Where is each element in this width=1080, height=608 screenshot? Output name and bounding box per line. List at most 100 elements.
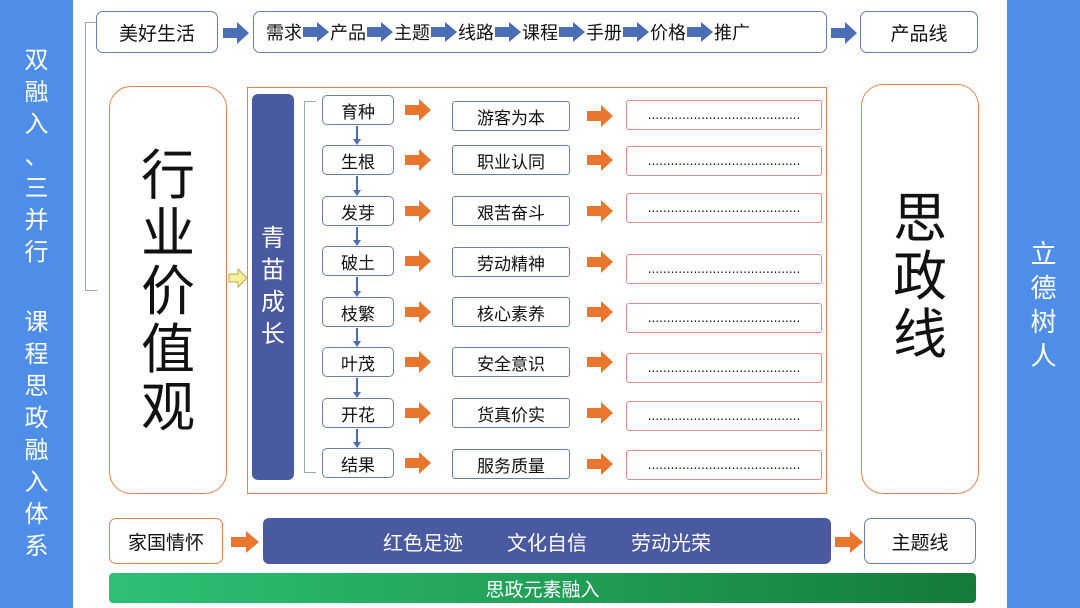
placeholder-box: ........................................ — [626, 100, 822, 130]
placeholder-box: ........................................ — [626, 450, 822, 480]
arrow-down-icon — [352, 429, 362, 448]
bottom-start-box: 家国情怀 — [109, 518, 223, 564]
arrow-down-icon — [352, 176, 362, 196]
growth-label: 青 苗 成 长 — [252, 222, 294, 350]
left-char: 融 — [24, 78, 49, 106]
bottom-end-box: 主题线 — [864, 518, 976, 564]
arrow-right-icon — [587, 453, 613, 479]
stage-bracket — [304, 101, 316, 473]
growth-char: 苗 — [261, 256, 285, 284]
arrow-right-icon — [687, 22, 713, 42]
stage-box: 叶茂 — [322, 347, 394, 377]
left-char: 课 — [24, 308, 49, 336]
left-sidebar-line1: 双 融 入 、 三 并 行 — [0, 44, 73, 268]
footer-bar: 思政元素融入 — [109, 573, 976, 603]
big-char: 思 — [893, 187, 947, 250]
top-chain-box: 需求 产品 主题 线路 课程 手册 价格 推广 — [253, 11, 827, 53]
left-sidebar: 双 融 入 、 三 并 行 课 程 思 政 融 入 体 系 — [0, 0, 73, 608]
left-char: 行 — [24, 238, 49, 266]
industry-values-box: 行 业 价 值 观 — [109, 86, 227, 494]
big-char: 观 — [141, 376, 195, 439]
theme-item: 文化自信 — [507, 530, 587, 555]
growth-char: 青 — [261, 224, 285, 252]
ideology-line-box: 思 政 线 — [861, 84, 979, 494]
right-sidebar-text: 立 德 树 人 — [1007, 238, 1080, 374]
arrow-right-icon — [223, 22, 249, 44]
big-char: 价 — [141, 260, 195, 323]
stage-box: 育种 — [322, 95, 394, 125]
right-char: 人 — [1030, 342, 1057, 372]
value-box: 安全意识 — [452, 347, 570, 377]
arrow-right-icon — [587, 251, 613, 277]
growth-char: 成 — [261, 288, 285, 316]
arrow-right-icon — [587, 351, 613, 377]
arrow-down-icon — [352, 328, 362, 347]
arrow-right-icon — [405, 402, 431, 428]
chain-item: 课程 — [522, 23, 558, 44]
arrow-right-icon — [831, 22, 857, 44]
arrow-right-icon — [405, 250, 431, 276]
arrow-down-icon — [352, 126, 362, 145]
theme-bar: 红色足迹 文化自信 劳动光荣 — [263, 518, 831, 564]
value-box: 劳动精神 — [452, 247, 570, 277]
value-box: 艰苦奋斗 — [452, 196, 570, 226]
arrow-right-icon — [405, 149, 431, 175]
value-box: 服务质量 — [452, 449, 570, 479]
arrow-right-icon — [835, 531, 863, 553]
chain-item: 推广 — [714, 23, 750, 44]
right-char: 树 — [1030, 308, 1057, 338]
big-char: 行 — [141, 144, 195, 207]
left-bracket — [85, 22, 97, 290]
left-char: 三 — [24, 174, 49, 202]
value-box: 核心素养 — [452, 297, 570, 327]
stage-box: 枝繁 — [322, 297, 394, 327]
placeholder-box: ........................................ — [626, 401, 822, 431]
left-char: 政 — [24, 404, 49, 432]
right-char: 德 — [1030, 274, 1057, 304]
stage-box: 破土 — [322, 246, 394, 276]
arrow-right-icon — [405, 301, 431, 327]
arrow-right-icon — [559, 22, 585, 42]
placeholder-box: ........................................ — [626, 254, 822, 284]
arrow-right-icon — [587, 149, 613, 175]
placeholder-box: ........................................ — [626, 303, 822, 333]
top-end-box: 产品线 — [860, 11, 978, 53]
value-box: 游客为本 — [452, 101, 570, 131]
value-box: 职业认同 — [452, 145, 570, 175]
arrow-right-icon — [405, 452, 431, 478]
theme-item: 红色足迹 — [383, 530, 463, 555]
central-frame — [247, 87, 827, 494]
stage-box: 发芽 — [322, 196, 394, 226]
arrow-right-icon — [495, 22, 521, 42]
chain-item: 手册 — [586, 23, 622, 44]
arrow-right-icon — [405, 99, 431, 125]
left-char: 系 — [24, 532, 49, 560]
top-start-box: 美好生活 — [96, 11, 218, 53]
arrow-right-icon — [587, 301, 613, 327]
chain-item: 主题 — [394, 23, 430, 44]
stage-box: 生根 — [322, 145, 394, 175]
arrow-right-icon — [405, 200, 431, 226]
arrow-right-icon — [587, 200, 613, 226]
left-char: 入 — [24, 110, 49, 138]
arrow-down-icon — [352, 378, 362, 398]
arrow-right-icon — [587, 105, 613, 131]
chain-item: 需求 — [266, 23, 302, 44]
stage-box: 开花 — [322, 398, 394, 428]
left-char: 并 — [24, 206, 49, 234]
left-char: 融 — [24, 436, 49, 464]
placeholder-box: ........................................ — [626, 193, 822, 223]
placeholder-box: ........................................ — [626, 353, 822, 383]
big-char: 值 — [141, 318, 195, 381]
arrow-right-icon — [587, 402, 613, 428]
arrow-right-icon — [431, 22, 457, 42]
big-char: 业 — [141, 202, 195, 265]
stage-box: 结果 — [322, 448, 394, 478]
arrow-down-icon — [352, 277, 362, 297]
big-char: 线 — [893, 303, 947, 366]
arrow-right-icon — [623, 22, 649, 42]
arrow-right-icon — [231, 531, 259, 553]
left-char: 思 — [24, 372, 49, 400]
big-char: 政 — [893, 245, 947, 308]
chain-item: 线路 — [458, 23, 494, 44]
